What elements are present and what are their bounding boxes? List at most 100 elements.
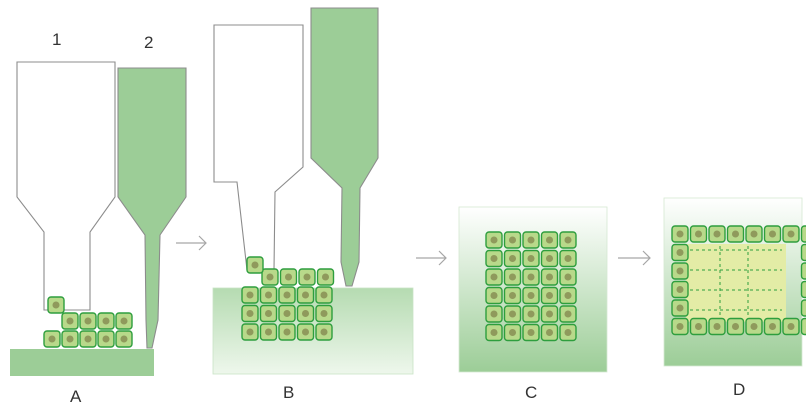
cell-nucleus — [750, 230, 758, 238]
cell-nucleus — [545, 291, 554, 300]
cell-nucleus — [508, 254, 517, 263]
cell-nucleus — [713, 230, 721, 238]
cell-nucleus — [545, 273, 554, 281]
cell-nucleus — [676, 248, 684, 257]
cell-nucleus — [676, 230, 684, 238]
cell-nucleus — [120, 335, 128, 343]
cell-nucleus — [545, 254, 554, 263]
cell-nucleus — [527, 328, 535, 337]
cell — [782, 317, 800, 336]
cell-nucleus — [564, 236, 572, 244]
arrow-a-b — [176, 235, 207, 251]
cell-nucleus — [731, 230, 740, 238]
nozzle-2-filled — [117, 67, 187, 349]
cell-nucleus — [283, 309, 291, 318]
cell — [296, 323, 315, 341]
cell — [763, 317, 782, 336]
nozzle-label-1: 1 — [52, 30, 61, 49]
cell-nucleus — [545, 310, 554, 318]
cell — [800, 317, 806, 336]
cell-nucleus — [545, 236, 554, 244]
cell — [485, 231, 503, 249]
cell — [485, 305, 503, 323]
cell — [259, 286, 278, 304]
cell — [43, 330, 61, 348]
cell-nucleus — [527, 291, 535, 300]
cell — [726, 225, 745, 243]
panel-label-a: A — [70, 387, 82, 406]
cell-nucleus — [694, 322, 703, 331]
cell — [278, 286, 296, 304]
cell — [540, 323, 559, 342]
arrow-b-c — [416, 250, 447, 266]
cell — [279, 268, 298, 286]
cell-nucleus — [264, 328, 273, 336]
cell — [315, 286, 333, 304]
cell — [671, 243, 689, 262]
cell-nucleus — [564, 328, 572, 337]
cell-nucleus — [508, 310, 517, 318]
cell — [708, 225, 726, 243]
cell-nucleus — [246, 328, 254, 336]
cell-nucleus — [508, 273, 517, 281]
cell-nucleus — [490, 273, 498, 281]
cell-cluster-d — [671, 225, 806, 336]
cell-cluster-c — [485, 231, 577, 342]
cell — [241, 286, 259, 304]
cell — [278, 304, 296, 323]
cell — [763, 225, 782, 243]
cell-cluster-b — [241, 256, 335, 341]
cell — [47, 296, 65, 314]
cell-nucleus — [787, 322, 795, 331]
cell-nucleus — [490, 254, 498, 263]
cell — [61, 330, 79, 348]
cell-nucleus — [750, 322, 758, 331]
cell-nucleus — [676, 285, 684, 294]
cell-nucleus — [527, 310, 535, 318]
cell-nucleus — [320, 328, 328, 336]
cell — [540, 249, 559, 268]
cell — [503, 268, 522, 286]
cell-nucleus — [283, 291, 291, 299]
cell-nucleus — [787, 230, 795, 238]
cell-nucleus — [303, 273, 311, 281]
cell — [522, 268, 540, 286]
cell-nucleus — [731, 322, 740, 331]
nozzle-1-empty — [16, 61, 116, 311]
panel-label-c: C — [525, 383, 537, 402]
cell — [671, 225, 689, 243]
cell — [298, 268, 316, 286]
cell — [689, 225, 708, 243]
cell — [315, 304, 333, 323]
cell — [745, 225, 763, 243]
cell-nucleus — [508, 291, 517, 300]
cell — [800, 280, 806, 299]
cell — [485, 286, 503, 305]
cell — [540, 286, 559, 305]
cell-nucleus — [490, 236, 498, 244]
cell — [800, 262, 806, 280]
cell-nucleus — [120, 317, 128, 325]
matrix-fibers-d — [690, 246, 782, 320]
panel-b: B — [212, 7, 414, 402]
cell — [259, 323, 278, 341]
cell-nucleus — [264, 291, 273, 299]
cell-nucleus — [301, 309, 310, 318]
nozzle-b-filled — [310, 7, 379, 287]
cell-nucleus — [508, 236, 517, 244]
cell — [485, 249, 503, 268]
extracellular-matrix-d — [686, 244, 786, 322]
cell — [559, 305, 577, 323]
cell-nucleus — [301, 291, 310, 299]
cell — [800, 225, 806, 243]
cell-nucleus — [320, 309, 328, 318]
cell-nucleus — [564, 291, 572, 300]
cell-nucleus — [283, 328, 291, 336]
cell-nucleus — [545, 328, 554, 337]
arrow-c-d — [618, 250, 651, 266]
cell — [246, 256, 264, 274]
panel-c: C — [458, 206, 608, 402]
cell — [671, 299, 689, 317]
cell — [241, 304, 259, 323]
